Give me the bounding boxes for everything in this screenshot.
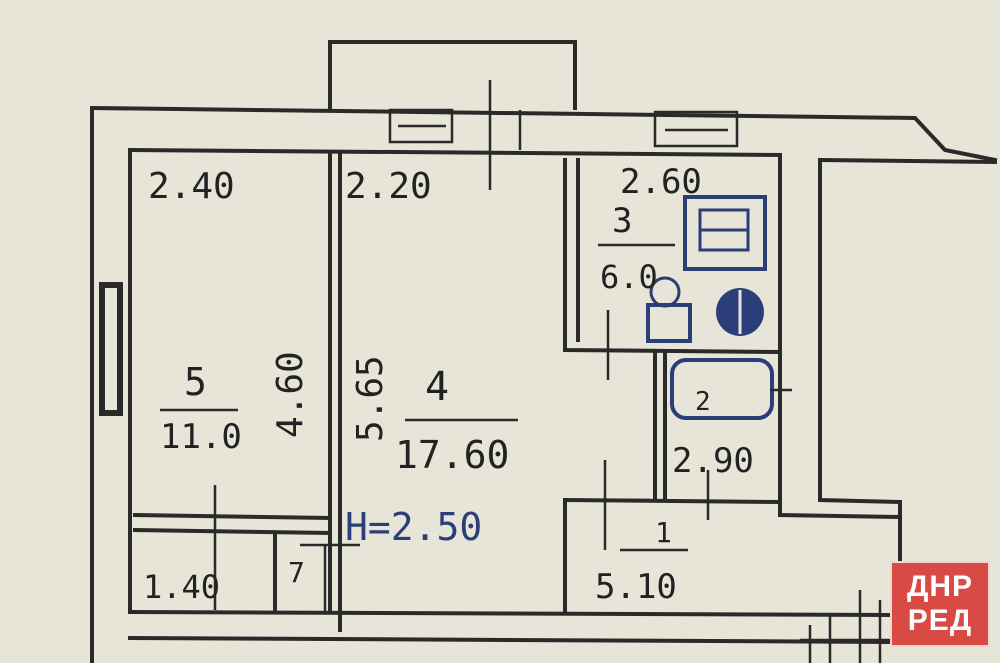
water-heater-icon xyxy=(716,288,764,336)
room-4-area: 17.60 xyxy=(395,433,509,477)
watermark-line-2: РЕД xyxy=(907,604,973,637)
room-3-area: 6.0 xyxy=(600,258,658,296)
closet-area: 1.40 xyxy=(143,568,220,606)
room-4-width: 2.20 xyxy=(345,166,432,207)
room-2-number: 2 xyxy=(695,387,711,417)
room-1-number: 1 xyxy=(655,516,672,549)
room-4-number: 4 xyxy=(425,364,449,410)
ceiling-height: H=2.50 xyxy=(345,505,482,549)
stove-icon xyxy=(683,195,767,271)
bathtub-icon xyxy=(670,358,792,420)
internal-walls xyxy=(132,80,903,632)
watermark-line-1: ДНР xyxy=(906,570,974,603)
room-5-area: 11.0 xyxy=(160,417,242,457)
sink-icon xyxy=(646,276,692,343)
room-4-length: 5.65 xyxy=(350,355,391,442)
window-top-right xyxy=(653,110,739,148)
room-5-number: 5 xyxy=(184,360,207,404)
room-2-area: 2.90 xyxy=(672,441,754,481)
room-1-area: 5.10 xyxy=(595,567,677,607)
room-3-width: 2.60 xyxy=(620,162,702,202)
closet-number: 7 xyxy=(288,556,305,589)
dnr-red-watermark-logo: ДНР РЕД xyxy=(890,561,990,647)
room-3-number: 3 xyxy=(612,201,632,241)
room-5-length: 4.60 xyxy=(270,351,311,438)
stairs-lower-right xyxy=(800,590,900,663)
room-5-width: 2.40 xyxy=(148,166,235,207)
window-top-left xyxy=(388,108,454,144)
outer-walls xyxy=(89,40,998,663)
window-left xyxy=(99,282,123,416)
